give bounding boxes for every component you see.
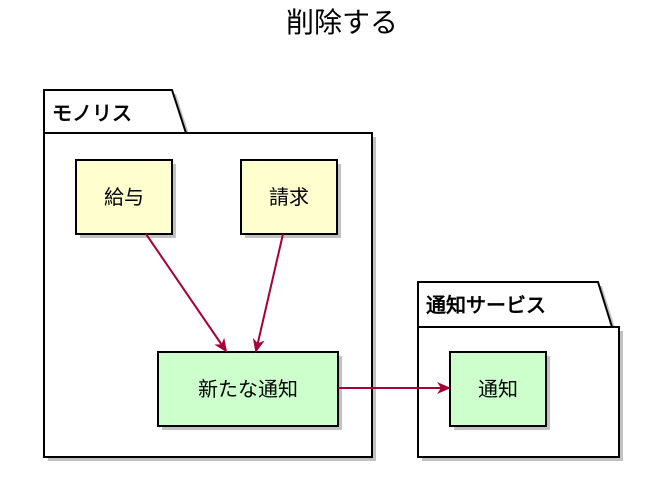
diagram-title: 削除する — [286, 6, 398, 39]
package-monolith-label: モノリス — [52, 101, 132, 125]
node-payroll-box — [75, 159, 173, 235]
edge-payroll-to-new-notification — [145, 233, 228, 353]
node-payroll-label: 給与 — [104, 185, 144, 209]
node-notification-label: 通知 — [478, 377, 518, 401]
node-billing: 請求 — [240, 159, 341, 238]
edge-billing-to-new-notification — [252, 233, 284, 353]
node-notification: 通知 — [449, 351, 550, 430]
node-billing-label: 請求 — [269, 185, 309, 209]
package-notification-service-label: 通知サービス — [426, 293, 546, 317]
node-billing-box — [240, 159, 338, 235]
node-new-notification-label: 新たな通知 — [198, 377, 298, 401]
node-payroll: 給与 — [75, 159, 176, 238]
node-new-notification: 新たな通知 — [157, 351, 342, 430]
